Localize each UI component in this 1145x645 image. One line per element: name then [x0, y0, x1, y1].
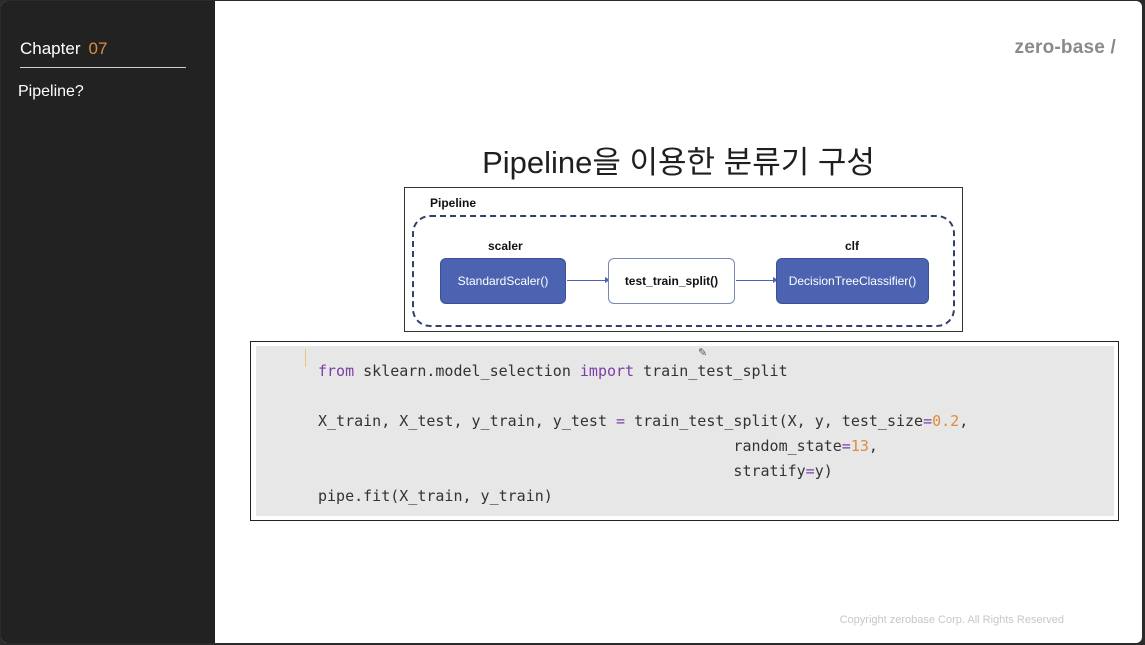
- code-line5-indent: stratify: [318, 462, 806, 480]
- cell-cursor: [305, 349, 306, 367]
- slide-title: Pipeline을 이용한 분류기 구성: [482, 145, 875, 180]
- code-line3-eq: =: [616, 412, 626, 430]
- pen-cursor-icon: ✎: [698, 347, 708, 359]
- node-decision-tree-classifier: DecisionTreeClassifier(): [776, 258, 929, 304]
- chapter-number: 07: [88, 39, 108, 58]
- arrow-right-icon: [736, 277, 778, 283]
- keyword-import: import: [579, 362, 635, 380]
- sidebar: Chapter 07 Pipeline?: [1, 1, 215, 643]
- brand-logo: zero-base /: [1014, 37, 1116, 58]
- code-line4-indent: random_state: [318, 437, 842, 455]
- code-module: sklearn.model_selection: [354, 362, 580, 380]
- pipeline-diagram: Pipeline scaler clf StandardScaler() tes…: [404, 187, 963, 332]
- section-title: Pipeline?: [18, 83, 84, 100]
- pipeline-label: Pipeline: [430, 196, 477, 210]
- code-text: from sklearn.model_selection import trai…: [318, 359, 968, 509]
- keyword-from: from: [318, 362, 355, 380]
- node-test-train-split: test_train_split(): [608, 258, 735, 304]
- node-standard-scaler: StandardScaler(): [440, 258, 566, 304]
- code-line3-num: 0.2: [932, 412, 960, 430]
- chapter-label: Chapter: [20, 39, 81, 58]
- code-line3-call: train_test_split(X, y, test_size: [625, 412, 924, 430]
- copyright-text: Copyright zerobase Corp. All Rights Rese…: [839, 614, 1064, 626]
- code-cell[interactable]: ✎ from sklearn.model_selection import tr…: [256, 346, 1114, 516]
- code-line3-pre: X_train, X_test, y_train, y_test: [318, 412, 617, 430]
- step-name-scaler: scaler: [488, 239, 523, 253]
- code-line4-eq: =: [841, 437, 851, 455]
- step-name-clf: clf: [845, 239, 860, 253]
- chapter-heading: Chapter 07: [20, 39, 186, 68]
- code-line6: pipe.fit(X_train, y_train): [318, 487, 553, 505]
- code-line3-eq2: =: [923, 412, 933, 430]
- code-line3-post: ,: [959, 412, 969, 430]
- pipeline-dashed-border: [412, 215, 955, 327]
- arrow-right-icon: [567, 277, 610, 283]
- code-line5-val: y): [814, 462, 833, 480]
- code-block: ✎ from sklearn.model_selection import tr…: [250, 341, 1119, 521]
- code-line4-num: 13: [850, 437, 869, 455]
- code-line4-post: ,: [868, 437, 878, 455]
- code-line5-eq: =: [805, 462, 815, 480]
- code-import-name: train_test_split: [634, 362, 788, 380]
